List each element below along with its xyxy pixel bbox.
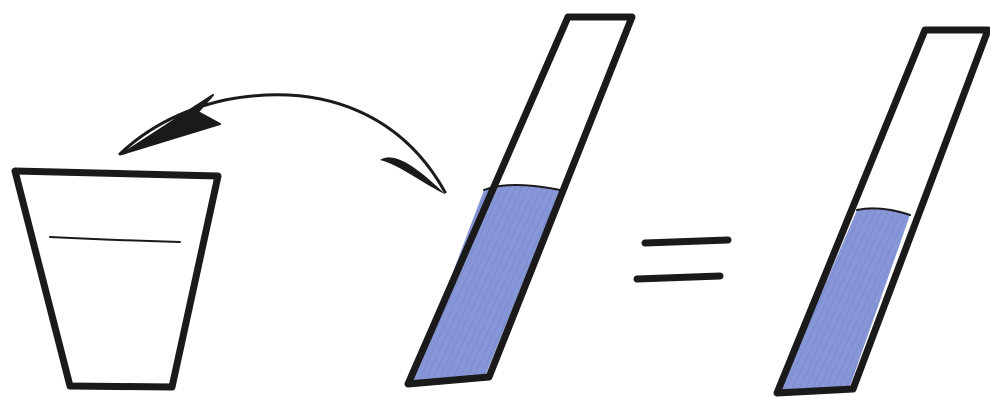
tilted-tube-left — [408, 17, 632, 384]
tilted-tube-right — [777, 30, 988, 393]
equals-sign-icon — [637, 240, 728, 279]
beaker-liquid-line — [50, 237, 180, 242]
curved-arrow-icon — [120, 95, 445, 194]
beaker-icon — [15, 171, 218, 387]
